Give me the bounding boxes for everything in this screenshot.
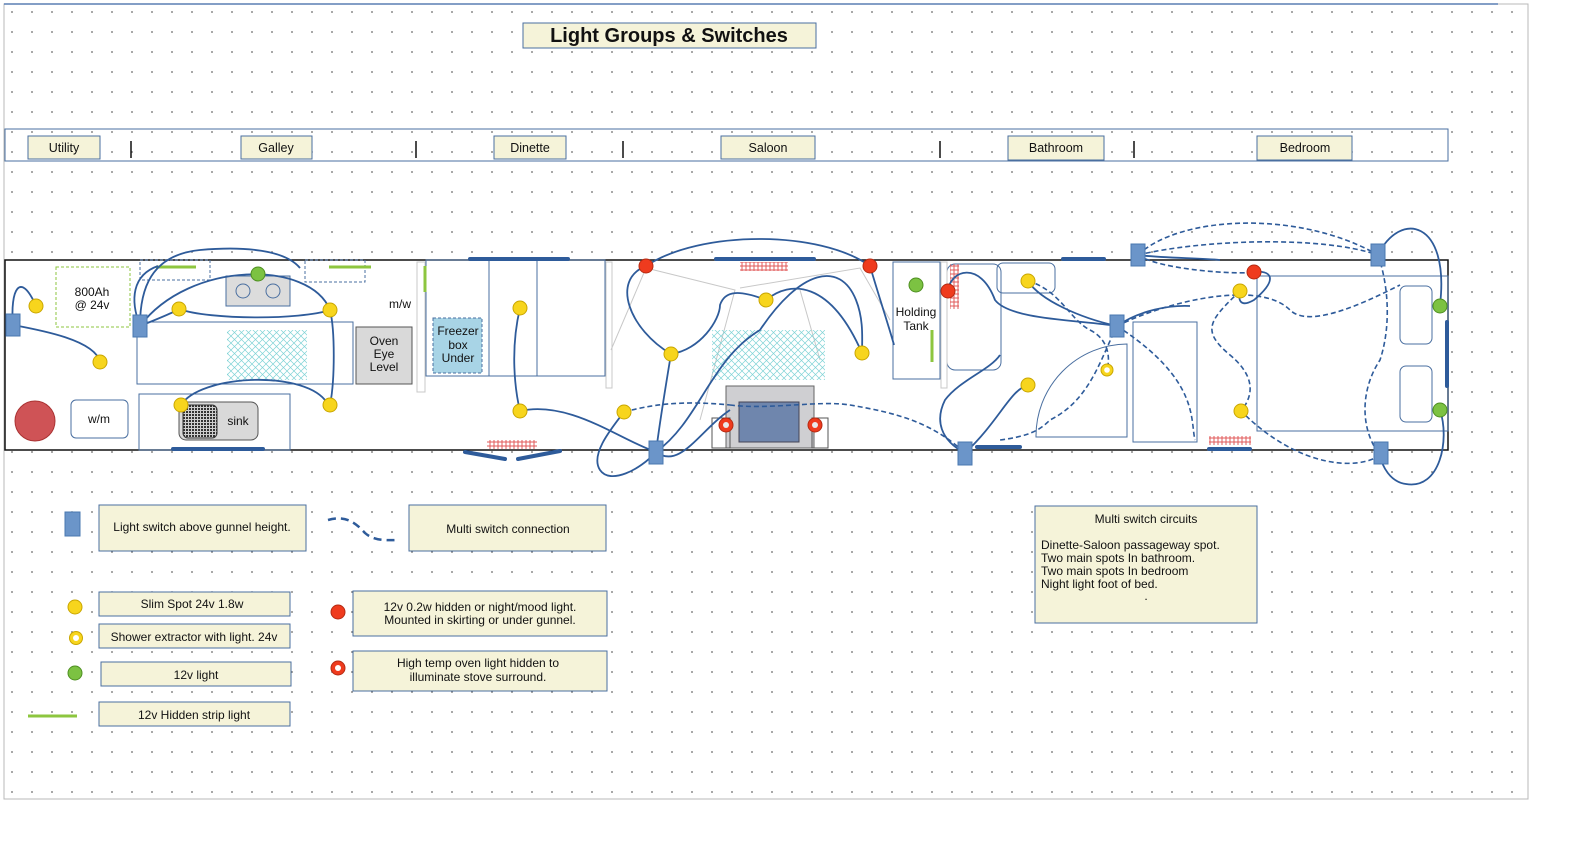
svg-text:Galley: Galley	[258, 141, 294, 155]
radiator-markers	[487, 262, 1251, 449]
circuits-item: Night light foot of bed.	[1041, 577, 1158, 591]
slim-spot-icon	[512, 300, 528, 316]
sink-drain-icon	[182, 404, 218, 439]
microwave-label: m/w	[389, 297, 411, 311]
slim-spot-icon	[171, 301, 187, 317]
switch-icon	[1109, 314, 1125, 338]
legend-slim-spot-label: Slim Spot 24v 1.8w	[141, 597, 244, 611]
circuits-item: Two main spots In bedroom	[1041, 564, 1188, 578]
slim-spot-icon	[322, 397, 338, 413]
oven-label-line2: Eye	[374, 347, 395, 361]
circuits-item: Dinette-Saloon passageway spot.	[1041, 538, 1220, 552]
freezer-label-line2: box	[448, 338, 467, 352]
light-12v-icon	[908, 277, 924, 293]
svg-text:Bathroom: Bathroom	[1029, 141, 1083, 155]
legend-light-12v-label: 12v light	[174, 668, 219, 682]
legend-multi-switch-label: Multi switch connection	[446, 522, 569, 536]
battery-label-line1: 800Ah	[75, 285, 110, 299]
svg-text:Saloon: Saloon	[749, 141, 788, 155]
switch-icon	[1373, 441, 1389, 465]
switch-icon	[1370, 243, 1386, 267]
legend-slim-spot-icon	[67, 599, 83, 615]
slim-spot-icon	[1020, 273, 1036, 289]
switch-icon	[648, 440, 664, 465]
slim-spot-icon	[173, 397, 189, 413]
legend-shower-extractor-label: Shower extractor with light. 24v	[111, 630, 278, 644]
mood-light-icon	[862, 258, 878, 274]
svg-text:Dinette: Dinette	[510, 141, 550, 155]
oven-label-line1: Oven	[370, 334, 399, 348]
slim-spot-icon	[1020, 377, 1036, 393]
holding-tank-label-line1: Holding	[896, 305, 937, 319]
switch-icon	[132, 314, 148, 338]
zone-galley: Galley	[240, 135, 313, 160]
washing-machine-drum-icon	[14, 400, 56, 442]
battery-label-line2: @ 24v	[75, 298, 110, 312]
zone-bar: Utility Galley Dinette Saloon Bathroom B…	[4, 128, 1449, 162]
washing-machine-label: w/m	[87, 412, 110, 426]
zone-dinette: Dinette	[493, 135, 567, 160]
legend: Light switch above gunnel height. Multi …	[28, 504, 608, 727]
legend-strip-light-label: 12v Hidden strip light	[138, 708, 251, 722]
switch-icon	[1130, 243, 1146, 267]
legend-mood-light-line1: 12v 0.2w hidden or night/mood light.	[384, 600, 577, 614]
legend-light-12v-icon	[67, 665, 83, 681]
slim-spot-icon	[758, 292, 774, 308]
light-12v-icon	[1432, 402, 1448, 418]
circuits-item: Two main spots In bathroom.	[1041, 551, 1195, 565]
stove	[738, 401, 800, 443]
svg-text:Bedroom: Bedroom	[1280, 141, 1331, 155]
boat-floor-plan: w/m sink 800Ah @ 24v m/w Oven Eye Level …	[4, 222, 1449, 486]
zone-saloon: Saloon	[720, 135, 816, 160]
slim-spot-icon	[616, 404, 632, 420]
sink-label: sink	[227, 414, 249, 428]
light-switches	[5, 243, 1389, 466]
switch-icon	[5, 313, 21, 337]
slim-spot-icon	[854, 345, 870, 361]
slim-spot-icon	[322, 302, 338, 318]
strip-lights	[156, 265, 934, 362]
mood-light-icon	[638, 258, 654, 274]
light-12v-icon	[1432, 298, 1448, 314]
title-text: Light Groups & Switches	[550, 25, 788, 47]
circuits-heading: Multi switch circuits	[1095, 512, 1198, 526]
zone-utility: Utility	[27, 135, 101, 160]
legend-switch-label: Light switch above gunnel height.	[113, 520, 290, 534]
slim-spot-icon	[92, 354, 108, 370]
freezer-label-line1: Freezer	[437, 324, 478, 338]
oven-label-line3: Level	[370, 360, 399, 374]
mood-light-icon	[940, 283, 956, 299]
legend-oven-light-line1: High temp oven light hidden to	[397, 656, 559, 670]
lights-12v	[250, 266, 1448, 418]
wiring-dashed	[623, 222, 1401, 465]
slim-spot-icon	[1233, 403, 1249, 419]
mood-light-icon	[1246, 264, 1262, 280]
slim-spot-icon	[28, 298, 44, 314]
slim-spots	[28, 273, 1249, 420]
slim-spot-icon	[1232, 283, 1248, 299]
slim-spot-icon	[512, 403, 528, 419]
legend-mood-light-icon	[330, 604, 346, 620]
freezer-label-line3: Under	[442, 351, 475, 365]
oven-lights	[718, 417, 823, 433]
legend-oven-light-line2: illuminate stove surround.	[410, 670, 547, 684]
zone-bathroom: Bathroom	[1007, 135, 1105, 161]
legend-multi-switch-icon	[327, 517, 399, 542]
circuits-trailing: .	[1144, 589, 1147, 603]
multi-switch-circuits-box: Multi switch circuits Dinette-Saloon pas…	[1034, 505, 1258, 624]
svg-text:Utility: Utility	[49, 141, 80, 155]
legend-switch-icon	[64, 511, 81, 537]
holding-tank-label-line2: Tank	[903, 319, 929, 333]
switch-icon	[957, 441, 973, 466]
slim-spot-icon	[663, 346, 679, 362]
zone-bedroom: Bedroom	[1256, 135, 1353, 161]
mood-lights	[638, 258, 1262, 299]
diagram-title: Light Groups & Switches	[522, 22, 817, 49]
legend-mood-light-line2: Mounted in skirting or under gunnel.	[384, 613, 575, 627]
saloon-rug	[712, 330, 825, 380]
light-12v-icon	[250, 266, 266, 282]
window-bars	[171, 257, 1449, 461]
